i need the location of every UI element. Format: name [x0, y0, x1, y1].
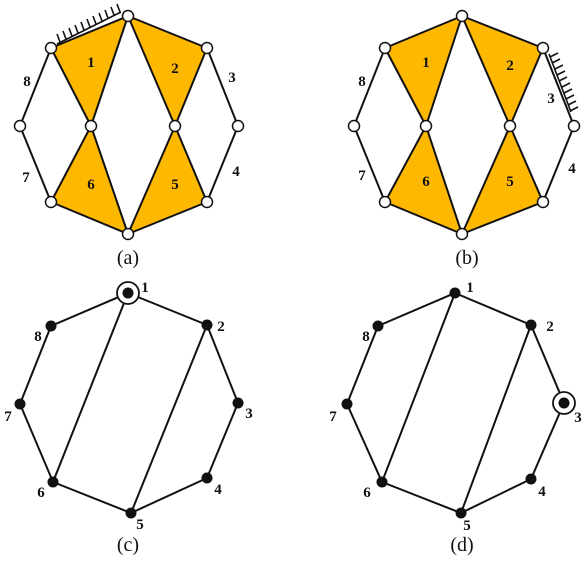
revolute-joint — [455, 9, 469, 23]
link-label-8: 8 — [23, 74, 31, 90]
vertex-label-7: 7 — [4, 409, 12, 425]
link-4-bar — [206, 125, 239, 203]
link-label-5: 5 — [506, 174, 514, 190]
ground-hatch — [548, 52, 579, 113]
link-6-triangle — [384, 125, 463, 235]
link-4-bar — [542, 125, 575, 203]
graph-vertex — [455, 507, 467, 519]
revolute-joint — [536, 41, 550, 55]
revolute-joint — [503, 119, 517, 133]
caption-b: (b) — [455, 247, 478, 269]
graph-edge-2-5 — [460, 324, 532, 514]
link-5-triangle — [461, 125, 544, 235]
vertex-label-5: 5 — [136, 517, 144, 533]
link-label-4: 4 — [232, 164, 240, 180]
graph-vertex — [122, 287, 134, 299]
revolute-joint — [44, 195, 58, 209]
link-label-5: 5 — [171, 177, 179, 193]
revolute-joint — [378, 195, 392, 209]
panel-a: 1 2 3 4 5 6 7 8 (a) — [13, 3, 245, 269]
graph-vertex — [201, 319, 213, 331]
graph-vertex — [125, 507, 137, 519]
link-2-triangle — [127, 15, 208, 127]
ground-hatch — [56, 3, 122, 45]
link-label-3: 3 — [228, 70, 236, 86]
caption-a: (a) — [117, 247, 139, 269]
link-label-6: 6 — [87, 177, 95, 193]
vertex-label-3: 3 — [574, 410, 582, 426]
link-label-3: 3 — [547, 91, 555, 107]
revolute-joint — [567, 119, 581, 133]
graph-vertex — [45, 320, 57, 332]
caption-d: (d) — [450, 534, 473, 556]
vertex-label-5: 5 — [463, 518, 471, 534]
link-label-6: 6 — [422, 174, 430, 190]
link-6-triangle — [50, 125, 129, 235]
panel-d: 1 2 3 4 5 6 7 8 (d) — [329, 280, 582, 556]
link-7-bar — [19, 125, 52, 203]
vertex-label-1: 1 — [141, 280, 149, 296]
revolute-joint — [347, 119, 361, 133]
link-label-1: 1 — [422, 55, 430, 71]
revolute-joint — [44, 41, 58, 55]
link-label-1: 1 — [87, 55, 95, 71]
revolute-joint — [378, 41, 392, 55]
vertex-label-4: 4 — [538, 484, 546, 500]
graph-vertex — [47, 476, 59, 488]
vertex-label-1: 1 — [466, 280, 474, 296]
revolute-joint — [84, 119, 98, 133]
link-8-bar — [19, 47, 52, 127]
vertex-label-2: 2 — [217, 319, 225, 335]
graph-vertex — [525, 473, 537, 485]
graph-vertex — [232, 397, 244, 409]
link-1-triangle — [384, 15, 463, 127]
caption-c: (c) — [117, 534, 139, 556]
vertex-label-8: 8 — [362, 329, 370, 345]
vertex-label-8: 8 — [34, 329, 42, 345]
revolute-joint — [13, 119, 27, 133]
link-1-triangle — [50, 15, 129, 127]
link-7-bar — [353, 125, 386, 203]
graph-vertex — [201, 472, 213, 484]
revolute-joint — [168, 119, 182, 133]
revolute-joint — [121, 9, 135, 23]
graph-vertex — [14, 398, 26, 410]
panel-c: 1 2 3 4 5 6 7 8 (c) — [4, 280, 253, 556]
panel-b: 1 2 3 4 5 6 7 8 (b) — [347, 9, 581, 269]
link-3-bar — [542, 47, 575, 127]
revolute-joint — [200, 41, 214, 55]
revolute-joint — [536, 195, 550, 209]
link-2-triangle — [461, 15, 544, 127]
graph-vertex — [341, 398, 353, 410]
vertex-label-2: 2 — [546, 319, 554, 335]
graph-vertex — [558, 397, 570, 409]
link-label-7: 7 — [22, 170, 30, 186]
link-label-8: 8 — [358, 74, 366, 90]
graph-edge-2-5 — [130, 324, 208, 514]
vertex-label-7: 7 — [329, 409, 337, 425]
vertex-label-6: 6 — [37, 485, 45, 501]
graph-vertex — [372, 320, 384, 332]
revolute-joint — [455, 227, 469, 241]
link-label-4: 4 — [568, 161, 576, 177]
graph-edge-1-6 — [381, 292, 456, 483]
link-5-triangle — [127, 125, 208, 235]
vertex-label-3: 3 — [245, 406, 253, 422]
link-3-bar — [206, 47, 239, 127]
graph-edge-1-6 — [52, 292, 129, 483]
link-8-bar — [353, 47, 386, 127]
graph-vertex — [376, 476, 388, 488]
revolute-joint — [200, 195, 214, 209]
link-label-2: 2 — [171, 61, 179, 77]
link-label-7: 7 — [358, 168, 366, 184]
graph-vertex — [525, 319, 537, 331]
graph-vertex — [449, 287, 461, 299]
revolute-joint — [231, 119, 245, 133]
revolute-joint — [121, 227, 135, 241]
revolute-joint — [419, 119, 433, 133]
vertex-label-6: 6 — [363, 485, 371, 501]
link-label-2: 2 — [506, 58, 514, 74]
vertex-label-4: 4 — [214, 482, 222, 498]
